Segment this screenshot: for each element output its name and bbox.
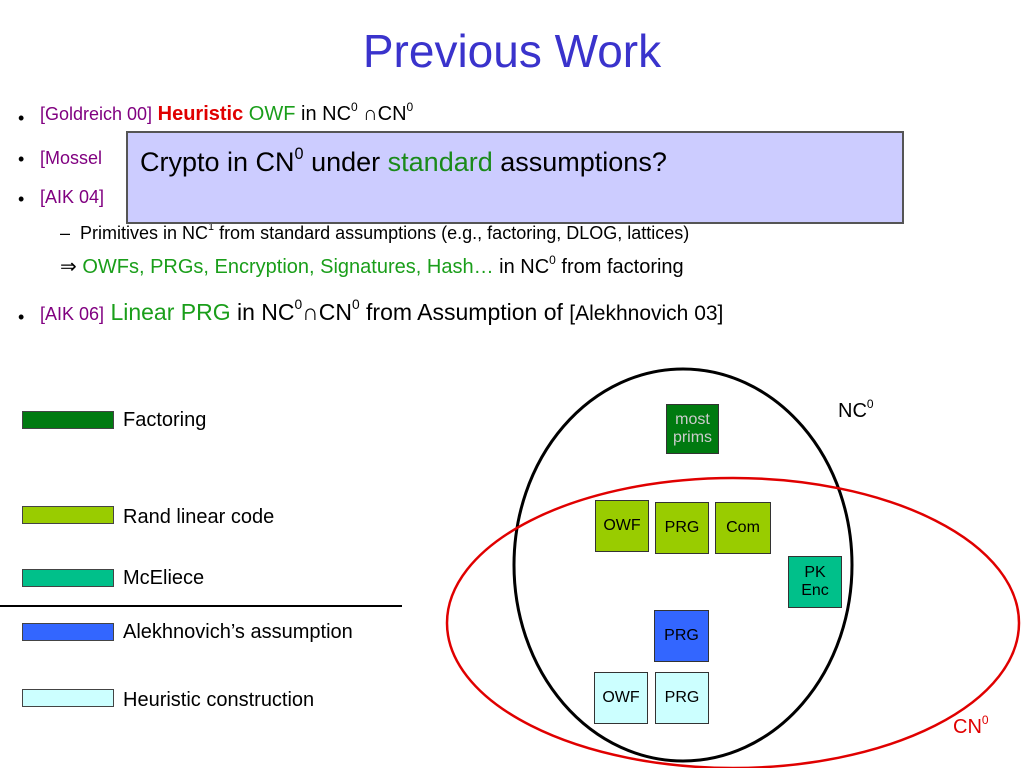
owf-text: OWF <box>248 103 296 125</box>
box-owf-heuristic: OWF <box>594 672 648 724</box>
legend-divider <box>0 605 402 607</box>
bullet-dot: • <box>18 149 25 169</box>
cn0-text: CN <box>377 103 407 125</box>
bullet-aik04: [AIK 04] <box>40 187 104 207</box>
nc0-circle <box>512 367 854 763</box>
legend-swatch-heuristic <box>22 689 114 707</box>
bullet-aik06: [AIK 06] Linear PRG in NC0∩CN0 from Assu… <box>40 297 724 325</box>
sub-bullet-primitives: – Primitives in NC1 from standard assump… <box>60 221 690 243</box>
legend-swatch-mceliece <box>22 569 114 587</box>
box-most-prims: most prims <box>666 404 719 454</box>
legend-swatch-alekhnovich <box>22 623 114 641</box>
linear-prg: Linear PRG <box>110 299 231 325</box>
nc0-text: in NC <box>499 256 550 278</box>
callout-mid: under <box>311 147 381 177</box>
heuristic-text: Heuristic <box>157 103 244 125</box>
callout-post: assumptions? <box>500 147 667 177</box>
legend-swatch-rand-linear-code <box>22 506 114 524</box>
primitives-list: OWFs, PRGs, Encryption, Signatures, Hash… <box>82 256 494 278</box>
cn0-text: CN <box>318 299 352 325</box>
bullet-mossel: [Mossel <box>40 148 102 168</box>
callout-pre: Crypto in CN <box>140 147 295 177</box>
box-com-linear: Com <box>715 502 771 554</box>
implication-line: ⇒ OWFs, PRGs, Encryption, Signatures, Ha… <box>60 252 684 278</box>
bullet-dot: • <box>18 307 25 327</box>
legend-label-rand-linear-code: Rand linear code <box>123 506 275 528</box>
cn0-ellipse <box>445 476 1021 768</box>
citation: [Mossel <box>40 148 103 168</box>
bullet-goldreich: [Goldreich 00] Heuristic OWF in NC0 ∩CN0 <box>40 99 414 125</box>
box-prg-heuristic: PRG <box>655 672 709 724</box>
cn0-label: CN0 <box>953 712 989 738</box>
citation: [AIK 06] <box>40 304 105 324</box>
legend-label-mceliece: McEliece <box>123 567 205 589</box>
nc0-label: NC0 <box>838 396 874 422</box>
box-pk-enc: PK Enc <box>788 556 842 608</box>
from-factoring: from factoring <box>561 256 684 278</box>
assumption-text: from Assumption of <box>366 299 563 325</box>
box-owf-linear: OWF <box>595 500 649 552</box>
bullet-dot: • <box>18 189 25 209</box>
nc0-text: in NC <box>237 299 295 325</box>
question-callout: Crypto in CN0 under standard assumptions… <box>126 131 904 224</box>
nc0-text: in NC <box>301 103 352 125</box>
legend-label-heuristic: Heuristic construction <box>123 689 315 711</box>
callout-text: Crypto in CN0 under standard assumptions… <box>140 144 667 177</box>
citation: [Alekhnovich 03] <box>569 302 724 325</box>
bullet-dot: • <box>18 108 25 128</box>
legend-label-factoring: Factoring <box>123 409 207 431</box>
box-prg-linear: PRG <box>655 502 709 554</box>
box-prg-alekhnovich: PRG <box>654 610 709 662</box>
callout-standard: standard <box>387 147 493 177</box>
page-title: Previous Work <box>362 25 662 77</box>
legend-swatch-factoring <box>22 411 114 429</box>
citation: [Goldreich 00] <box>40 104 153 124</box>
legend-label-alekhnovich: Alekhnovich’s assumption <box>123 621 353 643</box>
sub-text: Primitives in NC <box>80 223 209 243</box>
citation: [AIK 04] <box>40 187 105 207</box>
sub-tail: from standard assumptions (e.g., factori… <box>219 223 690 243</box>
